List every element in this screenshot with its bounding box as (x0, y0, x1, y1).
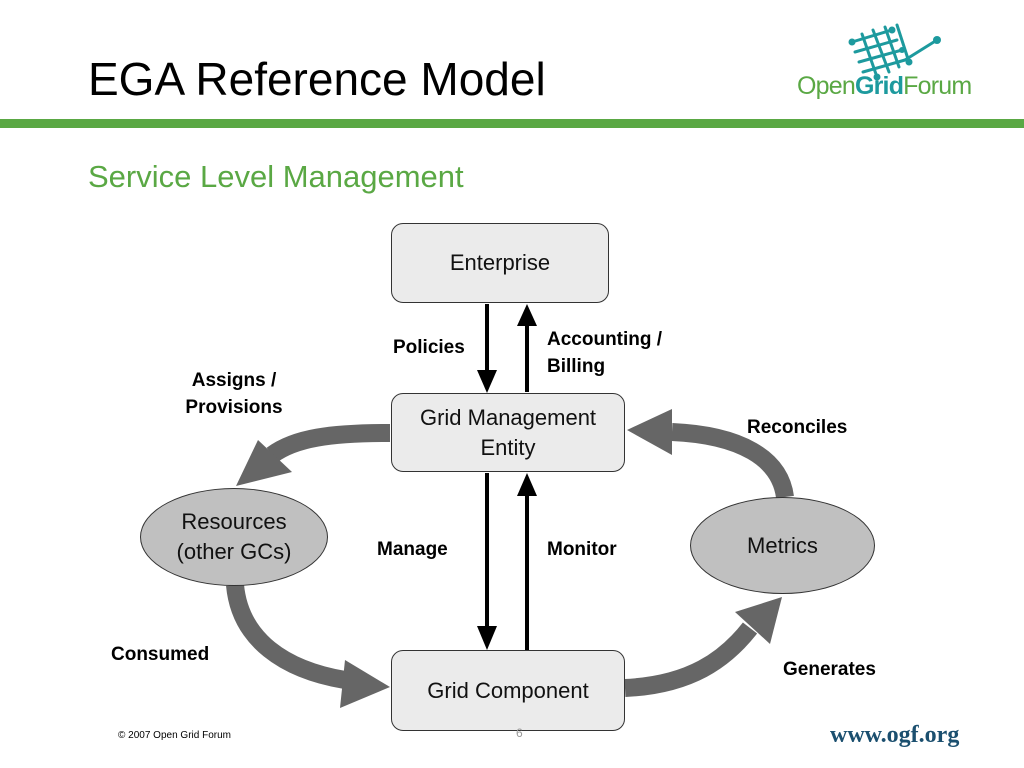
logo-grid: Grid (854, 72, 904, 100)
generates-label: Generates (783, 659, 876, 680)
metrics-label: Metrics (747, 532, 818, 558)
grid-management-entity-node[interactable]: Grid Management Entity (391, 393, 625, 472)
accounting-billing-arrow (517, 304, 537, 392)
ogf-logo-wordmark: OpenGridForum (797, 72, 972, 101)
consumed-label: Consumed (111, 644, 210, 665)
website-url[interactable]: www.ogf.org (830, 722, 960, 748)
gme-label-line1: Grid Management (419, 404, 597, 430)
ogf-grid-icon (848, 23, 941, 81)
assigns-label-line2: Provisions (185, 397, 283, 418)
gme-label-line2: Entity (480, 434, 536, 460)
accounting-label-line2: Billing (547, 356, 606, 377)
manage-label: Manage (377, 539, 448, 560)
slide-subtitle: Service Level Management (88, 159, 464, 194)
copyright-notice: © 2007 Open Grid Forum (118, 730, 231, 741)
assigns-provisions-arrow (236, 424, 391, 486)
enterprise-label: Enterprise (449, 250, 551, 275)
policies-arrow (477, 304, 497, 393)
manage-arrow (477, 473, 497, 650)
consumed-arrow (226, 583, 390, 708)
grid-component-label: Grid Component (427, 677, 589, 703)
assigns-label-line1: Assigns / (191, 370, 277, 391)
metrics-node[interactable]: Metrics (690, 497, 875, 594)
accounting-label-line1: Accounting / (547, 329, 663, 350)
monitor-arrow (517, 473, 537, 650)
grid-component-node[interactable]: Grid Component (391, 650, 625, 731)
logo-open: Open (797, 72, 856, 100)
accounting-billing-label: Accounting / Billing (547, 326, 662, 380)
generates-arrow (624, 597, 782, 697)
policies-label: Policies (393, 337, 465, 358)
enterprise-node[interactable]: Enterprise (391, 223, 609, 303)
logo-forum: Forum (903, 72, 972, 100)
reconciles-label: Reconciles (747, 417, 848, 438)
resources-label-line1: Resources (181, 509, 287, 534)
resources-label-line2: (other GCs) (176, 539, 292, 564)
reconciles-arrow (627, 409, 794, 499)
page-number: 6 (516, 726, 523, 740)
header-divider (0, 119, 1024, 128)
resources-node[interactable]: Resources (other GCs) (140, 488, 328, 586)
monitor-label: Monitor (547, 539, 617, 560)
slide-title: EGA Reference Model (88, 53, 546, 105)
assigns-provisions-label: Assigns / Provisions (170, 367, 298, 421)
